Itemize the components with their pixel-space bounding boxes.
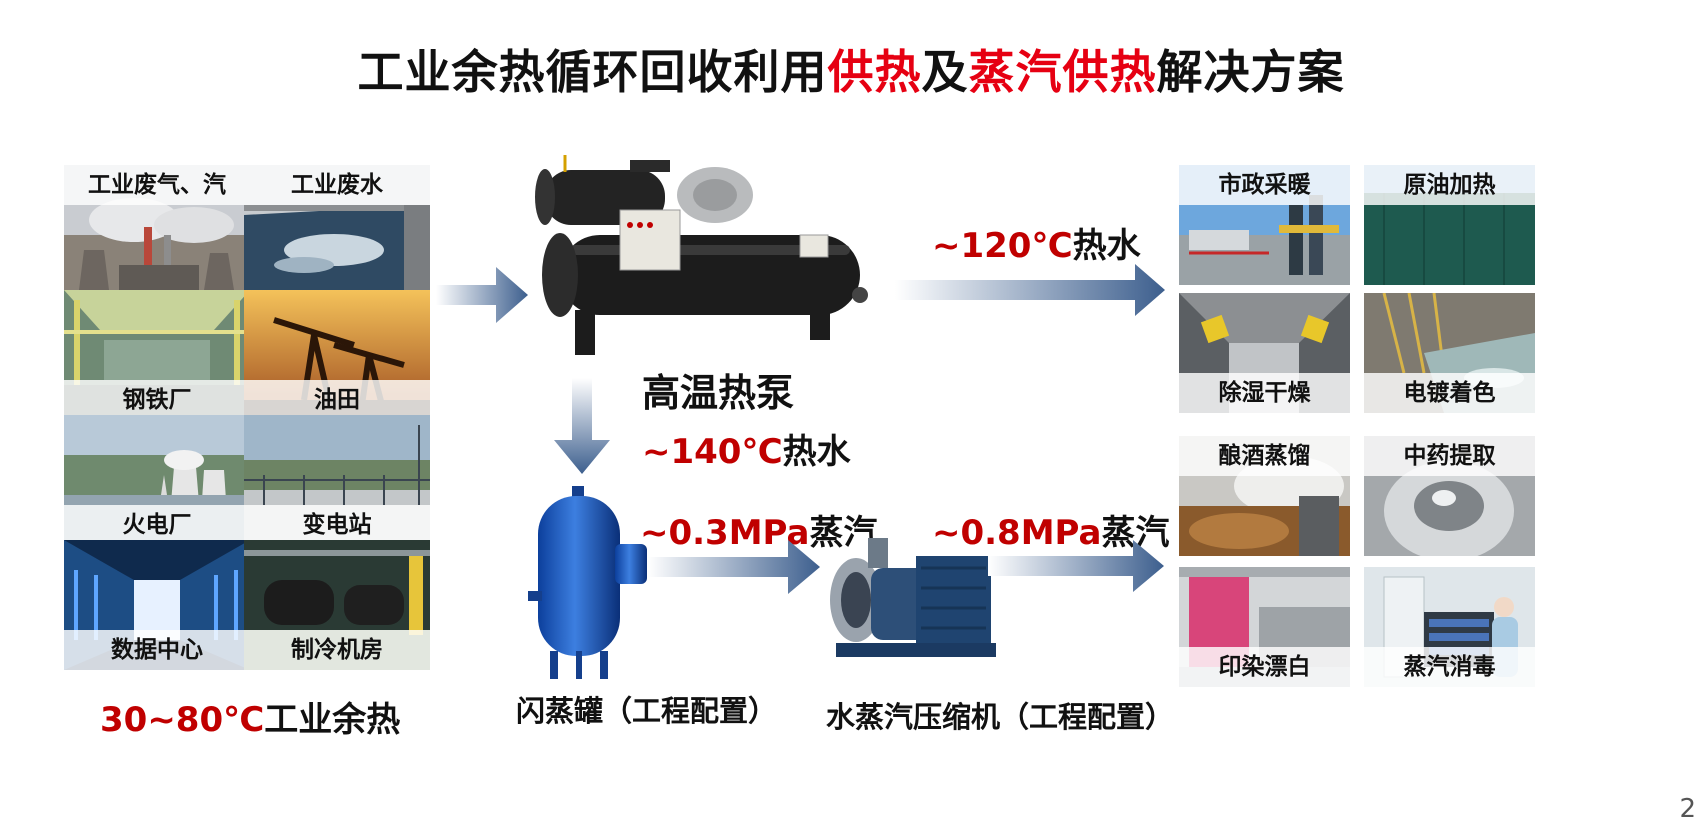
- arrow-steam-03: [648, 540, 820, 594]
- flash-tank-icon: [528, 486, 647, 679]
- title-highlight-2: 蒸汽供热: [968, 45, 1157, 99]
- use-label: 电镀着色: [1364, 373, 1535, 413]
- use-tile-dyeing-bleaching: 印染漂白: [1179, 567, 1350, 687]
- use-label: 除湿干燥: [1179, 373, 1350, 413]
- title-part-2: 及: [921, 45, 969, 99]
- use-tile-dehumidify-drying: 除湿干燥: [1179, 293, 1350, 413]
- source-caption: 30~80℃工业余热: [100, 692, 400, 741]
- page-title: 工业余热循环回收利用供热及蒸汽供热解决方案: [0, 36, 1702, 102]
- heat-pump-label: 高温热泵: [642, 371, 795, 415]
- use-tile-district-heating: 市政采暖: [1179, 165, 1350, 285]
- steam-03-label: ~0.3MPa蒸汽: [640, 505, 878, 554]
- arrow-steam-08: [988, 540, 1164, 592]
- title-highlight-1: 供热: [827, 45, 922, 99]
- arrow-hot-water-140: [554, 378, 610, 474]
- flash-tank-label: 闪蒸罐（工程配置）: [516, 694, 778, 728]
- source-label: 火电厂: [64, 505, 250, 545]
- use-label: 中药提取: [1364, 436, 1535, 476]
- source-tile-exhaust: 工业废气、汽: [64, 165, 250, 295]
- hot-water-140-label: ~140℃热水: [642, 424, 851, 473]
- hot-water-140-text: 热水: [782, 432, 851, 472]
- arrow-to-heat-pump: [436, 267, 528, 323]
- use-label: 市政采暖: [1179, 165, 1350, 205]
- steam-03-pressure: ~0.3MPa: [640, 513, 810, 553]
- source-tile-steel: 钢铁厂: [64, 290, 250, 420]
- source-tile-datacenter: 数据中心: [64, 540, 250, 670]
- use-label: 蒸汽消毒: [1364, 647, 1535, 687]
- source-label: 工业废气、汽: [64, 165, 250, 205]
- use-tile-crude-oil-heating: 原油加热: [1364, 165, 1535, 285]
- use-tile-electroplating: 电镀着色: [1364, 293, 1535, 413]
- source-label: 制冷机房: [244, 630, 430, 670]
- use-tile-distillation: 酿酒蒸馏: [1179, 436, 1350, 556]
- title-part-1: 工业余热循环回收利用: [357, 45, 828, 99]
- source-label: 数据中心: [64, 630, 250, 670]
- source-tile-wastewater: 工业废水: [244, 165, 430, 295]
- page-number: 2: [1679, 794, 1696, 824]
- use-tile-herbal-extraction: 中药提取: [1364, 436, 1535, 556]
- source-label: 钢铁厂: [64, 380, 250, 420]
- source-label: 工业废水: [244, 165, 430, 205]
- hot-water-120-temp: ~120℃: [932, 226, 1073, 266]
- use-label: 酿酒蒸馏: [1179, 436, 1350, 476]
- steam-03-text: 蒸汽: [809, 513, 878, 553]
- heat-pump-unit-icon: [535, 155, 868, 355]
- source-label: 变电站: [244, 505, 430, 545]
- title-part-3: 解决方案: [1156, 45, 1345, 99]
- compressor-label: 水蒸汽压缩机（工程配置）: [826, 700, 1175, 734]
- use-label: 印染漂白: [1179, 647, 1350, 687]
- steam-compressor-icon: [830, 538, 996, 657]
- source-tile-powerplant: 火电厂: [64, 415, 250, 545]
- hot-water-120-text: 热水: [1072, 226, 1141, 266]
- source-tile-oilfield: 油田: [244, 290, 430, 420]
- hot-water-140-temp: ~140℃: [642, 432, 783, 472]
- steam-08-pressure: ~0.8MPa: [932, 513, 1102, 553]
- source-tile-chillerroom: 制冷机房: [244, 540, 430, 670]
- hot-water-120-label: ~120℃热水: [932, 218, 1141, 267]
- source-label: 油田: [244, 380, 430, 420]
- source-temp-range: 30~80℃: [100, 700, 265, 740]
- use-tile-steam-sterilization: 蒸汽消毒: [1364, 567, 1535, 687]
- use-label: 原油加热: [1364, 165, 1535, 205]
- source-tile-substation: 变电站: [244, 415, 430, 545]
- source-caption-text: 工业余热: [264, 700, 401, 740]
- arrow-hot-water-120: [895, 264, 1165, 316]
- district-heating-photo-icon: [1179, 165, 1350, 285]
